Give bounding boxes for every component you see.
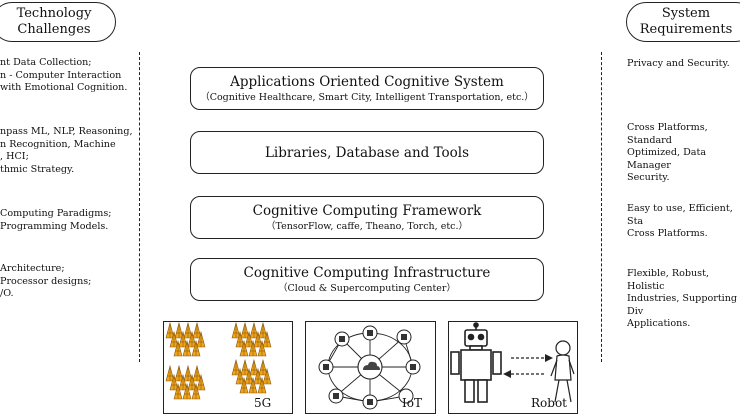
- framework-layer-subtitle: （TensorFlow, caffe, Theano, Torch, etc.）: [265, 221, 468, 232]
- system-requirements-line1: System: [661, 6, 711, 21]
- tower-cluster-top-left: [166, 323, 205, 356]
- libraries-layer-title: Libraries, Database and Tools: [264, 145, 470, 161]
- system-requirements-header: System Requirements: [626, 2, 740, 42]
- right-dashed-divider: [601, 52, 602, 362]
- system-requirements-line2: Requirements: [639, 22, 733, 37]
- technology-challenges-header: Technology Challenges: [0, 2, 116, 42]
- right-item-usability: Easy to use, Efficient, Sta Cross Platfo…: [627, 203, 733, 239]
- infrastructure-layer-subtitle: （Cloud & Supercomputing Center）: [278, 283, 456, 294]
- iot-label: IoT: [402, 396, 422, 410]
- infrastructure-layer: Cognitive Computing Infrastructure （Clou…: [190, 258, 544, 301]
- 5g-label: 5G: [254, 396, 272, 410]
- 5g-towers-illustration: [164, 322, 292, 413]
- arrow-left-icon: [503, 370, 511, 378]
- human-icon: [550, 340, 575, 403]
- tower-cluster-bottom-left: [166, 366, 205, 399]
- right-item-privacy: Privacy and Security.: [627, 58, 730, 69]
- robot-label: Robot: [531, 396, 567, 410]
- libraries-layer: Libraries, Database and Tools: [190, 131, 544, 174]
- infrastructure-layer-title: Cognitive Computing Infrastructure: [243, 265, 491, 281]
- left-item-algorithms: npass ML, NLP, Reasoning, n Recognition,…: [0, 126, 133, 175]
- right-item-flexibility: Flexible, Robust, Holistic Industries, S…: [627, 268, 738, 329]
- left-item-architecture: Architecture; Processor designs; /O.: [0, 263, 92, 299]
- iot-network-illustration: [318, 325, 421, 410]
- tower-cluster-top-right: [232, 323, 271, 356]
- framework-layer-title: Cognitive Computing Framework: [252, 203, 482, 219]
- left-item-paradigms: Computing Paradigms; Programming Models.: [0, 208, 112, 232]
- iot-device-icon: [398, 388, 414, 404]
- iot-panel: IoT: [305, 321, 436, 414]
- robot-illustration: [450, 322, 575, 403]
- technology-challenges-line2: Challenges: [17, 22, 91, 37]
- left-dashed-divider: [139, 52, 140, 362]
- applications-layer-subtitle: （Cognitive Healthcare, Smart City, Intel…: [200, 92, 534, 103]
- robot-panel: Robot: [448, 321, 578, 414]
- technology-challenges-line1: Technology: [16, 6, 92, 21]
- applications-layer-title: Applications Oriented Cognitive System: [230, 74, 504, 90]
- framework-layer: Cognitive Computing Framework （TensorFlo…: [190, 196, 544, 239]
- left-item-data: nt Data Collection; n - Computer Interac…: [0, 57, 128, 93]
- right-item-standards: Cross Platforms, Standard Optimized, Dat…: [627, 122, 708, 183]
- applications-layer: Applications Oriented Cognitive System （…: [190, 67, 544, 110]
- robot-icon: [450, 322, 502, 403]
- iot-cloud-icon: [357, 354, 383, 380]
- 5g-panel: 5G: [163, 321, 293, 414]
- arrow-right-icon: [545, 354, 553, 362]
- tower-cluster-bottom-right: [232, 360, 271, 393]
